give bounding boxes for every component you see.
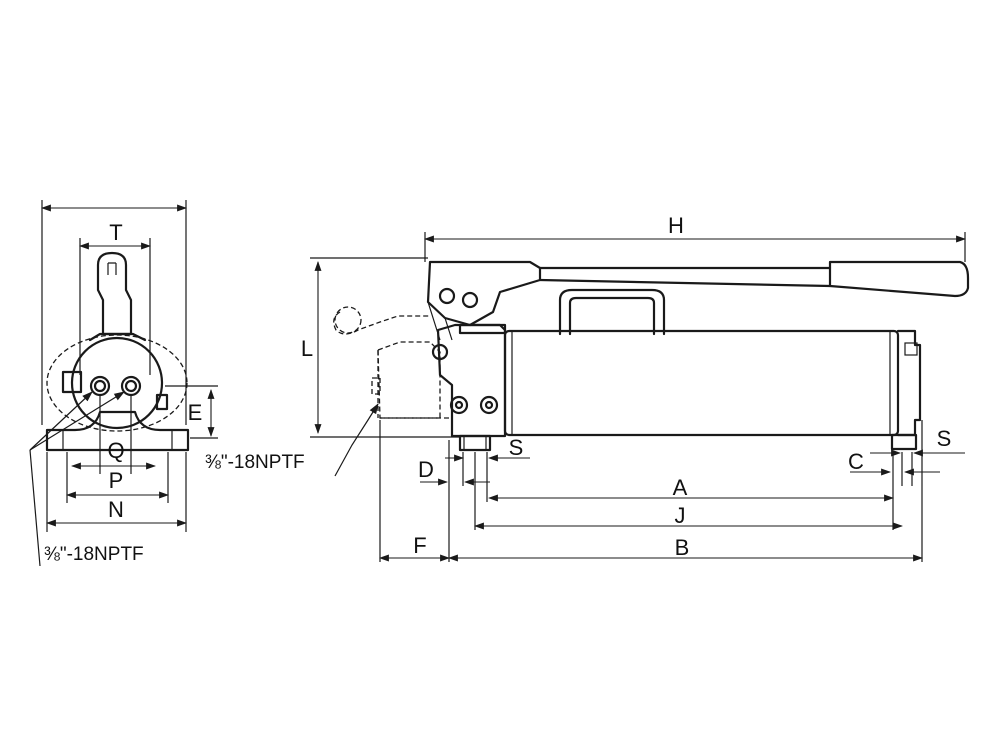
label-l: L (301, 336, 313, 361)
label-c: C (848, 449, 864, 474)
label-s-right: S (937, 426, 952, 451)
label-t: T (109, 220, 122, 245)
port-callout-side-view: ⅜"-18NPTF (205, 452, 305, 473)
label-s-left: S (509, 435, 524, 460)
label-p: P (109, 468, 124, 493)
port-callout-end-view: ⅜"-18NPTF (44, 544, 144, 565)
label-h: H (668, 213, 684, 238)
label-b: B (675, 535, 690, 560)
label-n: N (108, 497, 124, 522)
label-e: E (188, 400, 203, 425)
label-f: F (413, 533, 426, 558)
label-a: A (673, 475, 688, 500)
label-j: J (675, 503, 686, 528)
end-view (29, 200, 218, 567)
label-q: Q (107, 438, 124, 463)
side-view (310, 232, 970, 562)
label-d: D (418, 457, 434, 482)
